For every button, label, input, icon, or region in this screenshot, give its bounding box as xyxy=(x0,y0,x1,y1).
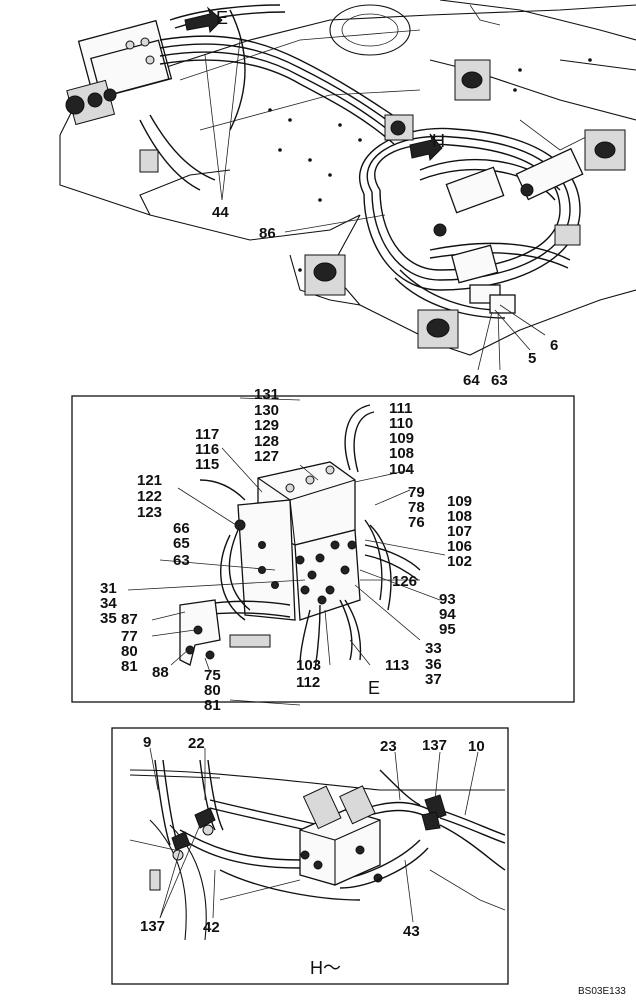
callout-130: 130 xyxy=(254,402,279,419)
callout-127: 127 xyxy=(254,448,279,465)
detail-e-drawing xyxy=(127,397,446,706)
view-marker-h: H xyxy=(432,131,445,151)
callout-94: 94 xyxy=(439,606,456,623)
callout-42: 42 xyxy=(203,919,220,936)
callout-81b: 81 xyxy=(204,697,221,714)
callout-103: 103 xyxy=(296,657,321,674)
callout-22: 22 xyxy=(188,735,205,752)
callout-88: 88 xyxy=(152,664,169,681)
callout-77: 77 xyxy=(121,628,138,645)
callout-31: 31 xyxy=(100,580,117,597)
callout-80b: 80 xyxy=(204,682,221,699)
callout-23: 23 xyxy=(380,738,397,755)
detail-e-caption: E xyxy=(368,678,380,698)
callout-113: 113 xyxy=(385,657,409,674)
callout-78: 78 xyxy=(408,499,425,516)
callout-64: 64 xyxy=(463,372,480,389)
callout-112: 112 xyxy=(296,674,320,691)
callout-86: 86 xyxy=(259,225,276,242)
detail-h-drawing xyxy=(129,747,506,941)
callout-106: 106 xyxy=(447,538,472,555)
callout-44: 44 xyxy=(212,204,229,221)
callout-36: 36 xyxy=(425,656,442,673)
callout-87: 87 xyxy=(121,611,138,628)
callout-116: 116 xyxy=(195,441,219,458)
callout-9: 9 xyxy=(143,734,151,751)
detail-h-caption: H～ xyxy=(310,958,341,978)
callout-126: 126 xyxy=(392,573,417,590)
callout-63: 63 xyxy=(491,372,508,389)
callout-121: 121 xyxy=(137,472,162,489)
callout-75: 75 xyxy=(204,667,221,684)
callout-63: 63 xyxy=(173,552,190,569)
callout-81: 81 xyxy=(121,658,138,675)
detail-e-frame xyxy=(71,395,575,703)
callout-95: 95 xyxy=(439,621,456,638)
callout-137b: 137 xyxy=(140,918,165,935)
callout-137: 137 xyxy=(422,737,447,754)
detail-e-callouts: 131 130 129 128 127 117 116 115 121 122 … xyxy=(100,386,472,714)
figure-code: BS03E133 xyxy=(578,986,626,997)
callout-102: 102 xyxy=(447,553,472,570)
top-view-drawing xyxy=(59,0,636,371)
callout-107: 107 xyxy=(447,523,472,540)
callout-111: 111 xyxy=(389,400,412,417)
callout-123: 123 xyxy=(137,504,162,521)
callout-128: 128 xyxy=(254,433,279,450)
callout-65: 65 xyxy=(173,535,190,552)
callout-43: 43 xyxy=(403,923,420,940)
callout-80: 80 xyxy=(121,643,138,660)
callout-109b: 109 xyxy=(447,493,472,510)
callout-131: 131 xyxy=(254,386,279,403)
callout-110: 110 xyxy=(389,415,413,432)
callout-6: 6 xyxy=(550,337,558,354)
callout-66: 66 xyxy=(173,520,190,537)
callout-108b: 108 xyxy=(447,508,472,525)
top-view-callouts: 44 86 6 5 64 63 E H xyxy=(212,8,558,389)
detail-h-callouts: 9 22 23 137 10 137 42 43 H～ xyxy=(140,734,485,978)
callout-108: 108 xyxy=(389,445,414,462)
callout-37: 37 xyxy=(425,671,442,688)
callout-35: 35 xyxy=(100,610,117,627)
callout-117: 117 xyxy=(195,426,219,443)
callout-129: 129 xyxy=(254,417,279,434)
view-marker-e: E xyxy=(216,8,228,28)
callout-93: 93 xyxy=(439,591,456,608)
callout-104: 104 xyxy=(389,461,415,478)
callout-109: 109 xyxy=(389,430,414,447)
detail-h-frame xyxy=(111,727,509,985)
callout-33: 33 xyxy=(425,640,442,657)
callout-5: 5 xyxy=(528,350,536,367)
callout-79: 79 xyxy=(408,484,425,501)
callout-34: 34 xyxy=(100,595,117,612)
callout-10: 10 xyxy=(468,738,485,755)
callout-76: 76 xyxy=(408,514,425,531)
callout-115: 115 xyxy=(195,456,219,473)
callout-122: 122 xyxy=(137,488,162,505)
